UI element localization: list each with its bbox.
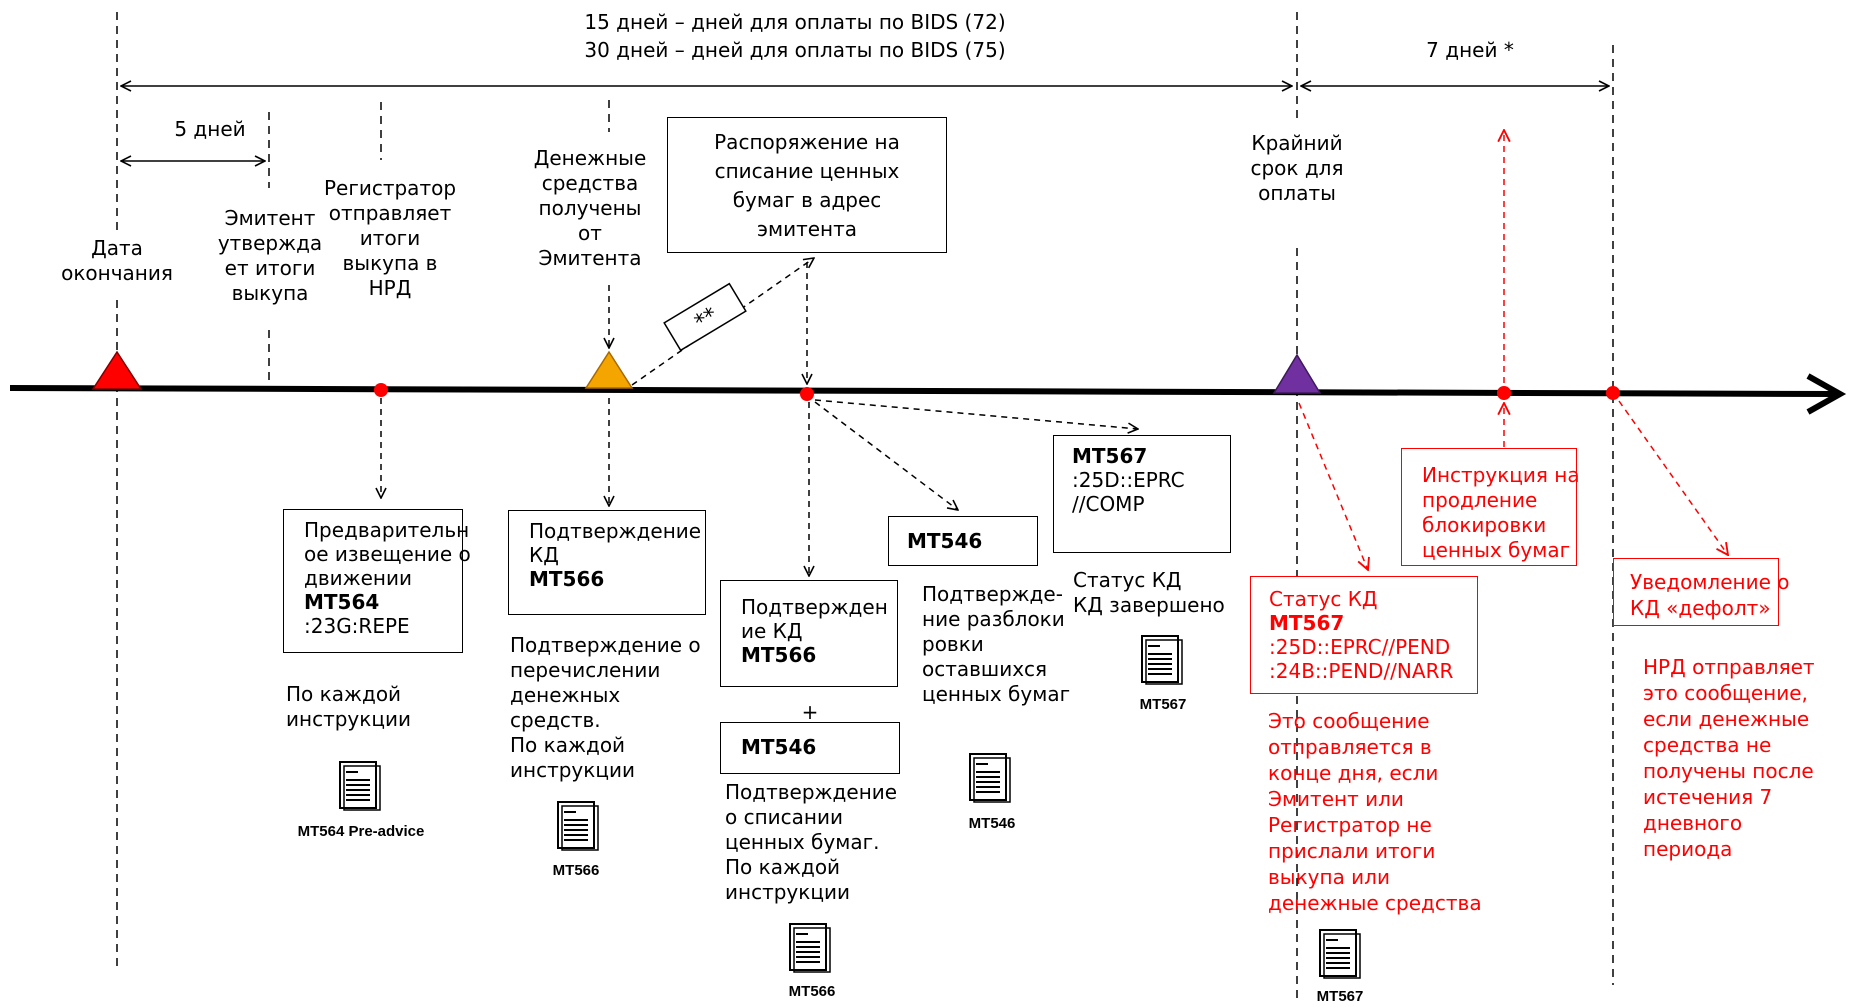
end-date-marker bbox=[91, 350, 143, 390]
document-icon-mt566b bbox=[789, 923, 831, 973]
five-days-label: 5 дней bbox=[174, 117, 246, 141]
doc-label-mt546a: MT546 bbox=[968, 815, 1016, 832]
doc-label-mt567a: MT567 bbox=[1139, 696, 1187, 713]
doc-label-mt566b: MT566 bbox=[788, 983, 836, 1000]
vertical-guides bbox=[116, 12, 1614, 1000]
mt567b-status-box: Статус КД MT567 :25D::EPRC//PEND:24B::PE… bbox=[1250, 576, 1478, 694]
mt546b-box: MT546 bbox=[720, 722, 900, 774]
seven-days-label: 7 дней * bbox=[1426, 38, 1514, 62]
document-icon-mt546a bbox=[969, 753, 1011, 803]
doc-label-mt567b: MT567 bbox=[1316, 988, 1364, 1005]
plus-sign: + bbox=[801, 700, 819, 724]
deadline-marker bbox=[1272, 353, 1322, 394]
doc-label-mt564: MT564 Pre-advice bbox=[297, 823, 425, 840]
extend-dot bbox=[1497, 386, 1511, 400]
bids-range-label-2: 30 дней – дней для оплаты по BIDS (75) bbox=[584, 38, 1006, 62]
bids-range-label-1: 15 дней – дней для оплаты по BIDS (72) bbox=[584, 10, 1006, 34]
arrow-to-default bbox=[1618, 400, 1728, 555]
document-icon-mt564 bbox=[339, 761, 381, 811]
mt546a-box: MT546 bbox=[888, 516, 1038, 566]
order-dot bbox=[800, 387, 814, 401]
document-icon-mt567a bbox=[1141, 635, 1183, 685]
registrar-dot bbox=[374, 383, 388, 397]
document-icon-mt566a bbox=[557, 801, 599, 851]
double-star-label: ** bbox=[663, 282, 747, 352]
document-icon-mt567b bbox=[1319, 929, 1361, 979]
funds-received-marker bbox=[584, 350, 634, 389]
doc-label-mt566a: MT566 bbox=[552, 862, 600, 879]
mt567a-box: MT567 :25D::EPRC//COMP bbox=[1053, 435, 1231, 553]
timeline-arrowhead bbox=[1806, 373, 1847, 415]
arrow-to-status-pend bbox=[1298, 402, 1368, 570]
main-timeline bbox=[9, 385, 1836, 397]
arrow-to-mt546a bbox=[814, 401, 958, 510]
default-dot bbox=[1606, 386, 1620, 400]
arrow-to-mt567a bbox=[814, 399, 1138, 429]
